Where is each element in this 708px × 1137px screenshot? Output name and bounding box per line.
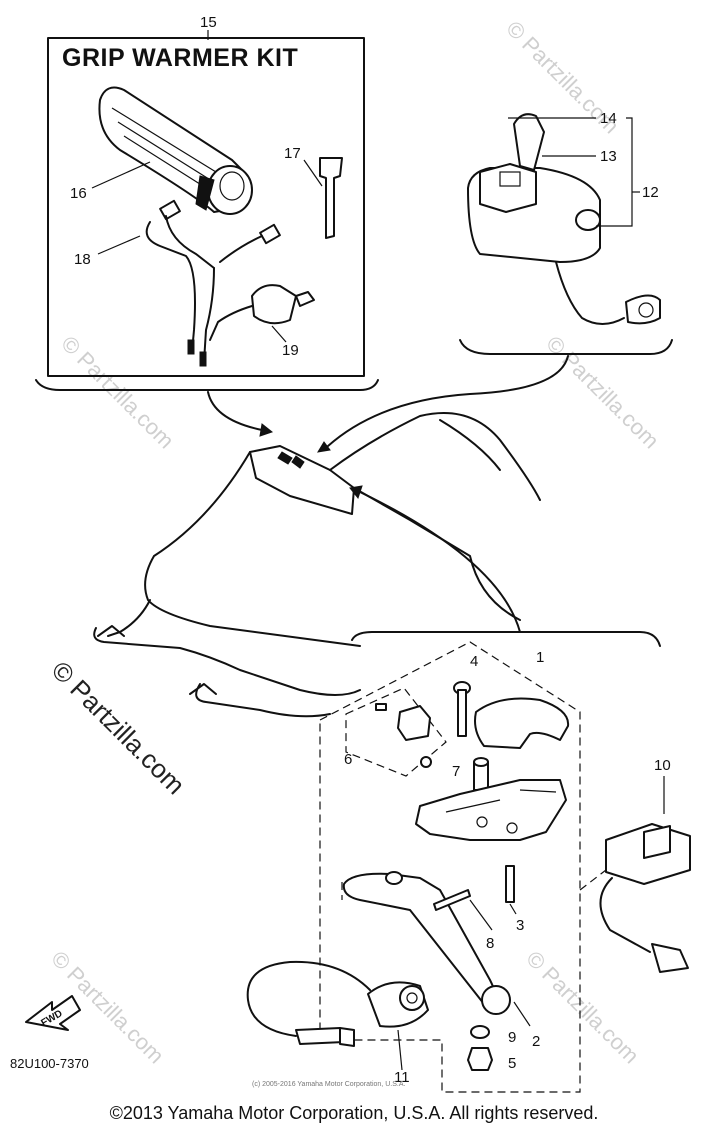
bolt-3-part <box>505 865 515 903</box>
watermark-text: © Partzilla.com <box>541 331 664 454</box>
module-10-part <box>599 823 691 973</box>
arrow-throttle-to-sled <box>327 355 569 447</box>
callout-17: 17 <box>284 145 301 162</box>
kit-title: GRIP WARMER KIT <box>62 44 298 72</box>
watermark-text: © Partzilla.com <box>56 331 179 454</box>
callout-16: 16 <box>70 185 87 202</box>
callout-6: 6 <box>344 751 352 768</box>
mount-points <box>277 451 305 469</box>
fine-print: (c) 2005-2016 Yamaha Motor Corporation, … <box>252 1081 405 1088</box>
callout-14: 14 <box>600 110 617 127</box>
bolt-4-part <box>453 681 471 737</box>
washer-9-part <box>470 1025 490 1039</box>
wire-harness-part <box>145 199 281 367</box>
lever-bracket <box>351 631 661 647</box>
kit-bracket <box>35 379 379 391</box>
callout-18: 18 <box>74 251 91 268</box>
lever-holder-part <box>415 779 567 841</box>
arrow-kit-to-sled <box>207 391 263 431</box>
callout-9: 9 <box>508 1029 516 1046</box>
switch-11-part <box>246 960 429 1047</box>
throttle-bracket <box>459 339 673 355</box>
snowmobile-body <box>93 412 541 718</box>
copyright-notice: ©2013 Yamaha Motor Corporation, U.S.A. A… <box>109 1103 599 1123</box>
assembly-outline <box>319 641 581 1093</box>
callout-10: 10 <box>654 757 671 774</box>
callout-11: 11 <box>394 1069 410 1086</box>
callout-19: 19 <box>282 342 299 359</box>
throttle-housing-assembly: 14 13 12 <box>459 110 673 355</box>
callout-12: 12 <box>642 184 659 201</box>
watermark-faint: © Partzilla.com © Partzilla.com © Partzi… <box>46 16 664 1069</box>
callout-13: 13 <box>600 148 617 165</box>
cable-tie-part <box>319 157 343 239</box>
switch-part <box>209 284 315 341</box>
arrow-lever-to-sled <box>359 491 521 633</box>
nut-5-part <box>467 1047 493 1071</box>
callout-1: 1 <box>536 649 544 666</box>
grip-heater-part <box>98 86 253 215</box>
callout-2: 2 <box>532 1033 540 1050</box>
callout-8: 8 <box>486 935 494 952</box>
throttle-lever-part <box>513 113 545 171</box>
diagram-part-number: 82U100-7370 <box>10 1056 89 1071</box>
switch-6-part <box>375 703 432 768</box>
callout-3: 3 <box>516 917 524 934</box>
bushing-7-part <box>473 757 489 791</box>
brake-lever-assembly: 1 4 6 7 <box>246 631 691 1093</box>
callout-5: 5 <box>508 1055 516 1072</box>
callout-15: 15 <box>200 14 217 31</box>
lever-ball-end <box>481 985 511 1015</box>
pin-8-part <box>433 889 471 911</box>
throttle-connector-part <box>625 294 661 325</box>
forward-arrow-icon: FWD <box>25 995 81 1031</box>
callout-4: 4 <box>470 653 478 670</box>
grip-warmer-kit-box: 15 GRIP WARMER KIT 16 17 <box>35 14 379 391</box>
kit-frame <box>47 37 365 377</box>
watermark-main: © Partzilla.com <box>46 655 191 800</box>
lever-cover-part <box>474 697 570 749</box>
callout-7: 7 <box>452 763 460 780</box>
